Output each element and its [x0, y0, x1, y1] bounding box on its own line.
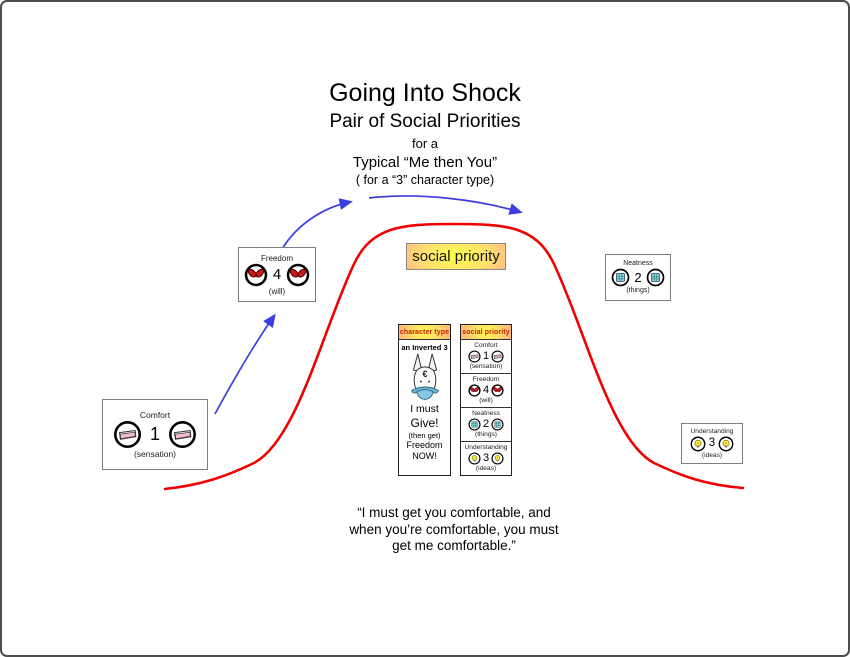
- character-line: (then get): [408, 431, 441, 440]
- social-priority-banner: social priority: [406, 243, 506, 270]
- subtitle-line-3: for a: [411, 136, 438, 151]
- social-priority-header: social priority: [461, 325, 511, 340]
- arrow-freedom-upward: [281, 198, 353, 250]
- subtitle-line-5: ( for a “3” character type): [355, 173, 495, 187]
- freedom-number: 4: [272, 265, 282, 283]
- grid-box-icon: [491, 418, 504, 431]
- priority-row-freedom: Freedom 4 (will): [461, 373, 511, 407]
- priority-row-comfort: Comfort 1 (sensation): [461, 340, 511, 373]
- lightbulb-icon: [491, 452, 504, 465]
- lightbulb-icon: [468, 452, 481, 465]
- freedom-label: Freedom: [260, 253, 293, 263]
- bed-icon: [168, 420, 197, 449]
- neatness-sublabel: (things): [626, 287, 650, 294]
- understanding-number: 3: [708, 437, 716, 449]
- title-block: Going Into Shock Pair of Social Prioriti…: [2, 78, 848, 188]
- row-number: 4: [482, 384, 490, 396]
- grid-box-icon: [468, 418, 481, 431]
- row-label: Comfort: [474, 342, 498, 350]
- comfort-number: 1: [149, 424, 160, 444]
- page-title: Going Into Shock: [329, 79, 521, 107]
- character-line: NOW!: [412, 451, 437, 461]
- butterfly-icon: [286, 263, 310, 287]
- row-number: 3: [482, 452, 490, 464]
- character-line: Freedom: [406, 440, 443, 450]
- row-label: Neatness: [472, 410, 500, 418]
- lightbulb-icon: [718, 436, 734, 452]
- butterfly-icon: [491, 384, 504, 397]
- lightbulb-icon: [690, 436, 706, 452]
- priority-row-neatness: Neatness 2 (things): [461, 407, 511, 441]
- freedom-box: Freedom 4 (will): [238, 247, 316, 302]
- butterfly-icon: [244, 263, 268, 287]
- row-label: Understanding: [464, 444, 508, 452]
- row-sublabel: (ideas): [475, 465, 497, 472]
- neatness-label: Neatness: [623, 260, 653, 267]
- quote-line: get me comfortable.”: [392, 538, 516, 553]
- bed-icon: [468, 350, 481, 363]
- neatness-number: 2: [634, 269, 642, 285]
- bed-icon: [113, 420, 142, 449]
- subtitle-line-4: Typical “Me then You”: [352, 154, 498, 171]
- understanding-box: Understanding 3 (ideas): [681, 423, 743, 464]
- freedom-sublabel: (will): [268, 286, 286, 296]
- priority-row-understanding: Understanding 3 (ideas): [461, 441, 511, 475]
- quote-line: when you’re comfortable, you must: [349, 521, 559, 537]
- row-sublabel: (things): [475, 431, 497, 438]
- row-label: Freedom: [472, 376, 500, 384]
- character-line: I must: [410, 403, 439, 415]
- quote-text: “I must get you comfortable, and when yo…: [284, 505, 624, 555]
- comfort-sublabel: (sensation): [133, 449, 177, 459]
- grid-box-icon: [646, 268, 665, 287]
- understanding-label: Understanding: [690, 427, 734, 435]
- butterfly-icon: [468, 384, 481, 397]
- character-line: Give!: [410, 416, 439, 430]
- subtitle: Pair of Social Priorities: [329, 111, 521, 132]
- arrow-over-top: [368, 195, 523, 215]
- bed-icon: [491, 350, 504, 363]
- grid-box-icon: [611, 268, 630, 287]
- quote-line: “I must get you comfortable, and: [357, 505, 551, 520]
- arrow-comfort-to-freedom: [214, 313, 276, 415]
- row-sublabel: (sensation): [469, 363, 503, 370]
- character-type-value: an Inverted 3: [401, 343, 448, 352]
- comfort-box: Comfort 1 (sensation): [102, 399, 208, 470]
- row-number: 1: [482, 350, 490, 362]
- row-number: 2: [482, 418, 490, 430]
- character-type-header: character type: [399, 325, 450, 340]
- understanding-sublabel: (ideas): [701, 451, 723, 459]
- neatness-box: Neatness 2 (things): [605, 254, 671, 301]
- svg-text:€: €: [422, 369, 427, 379]
- row-sublabel: (will): [479, 397, 493, 404]
- comfort-label: Comfort: [139, 410, 171, 420]
- character-type-column: character type an Inverted 3 € I must Gi…: [398, 324, 451, 476]
- donkey-with-cap-image: €: [410, 353, 439, 400]
- social-priority-column: social priority Comfort 1 (sensation) Fr…: [460, 324, 512, 476]
